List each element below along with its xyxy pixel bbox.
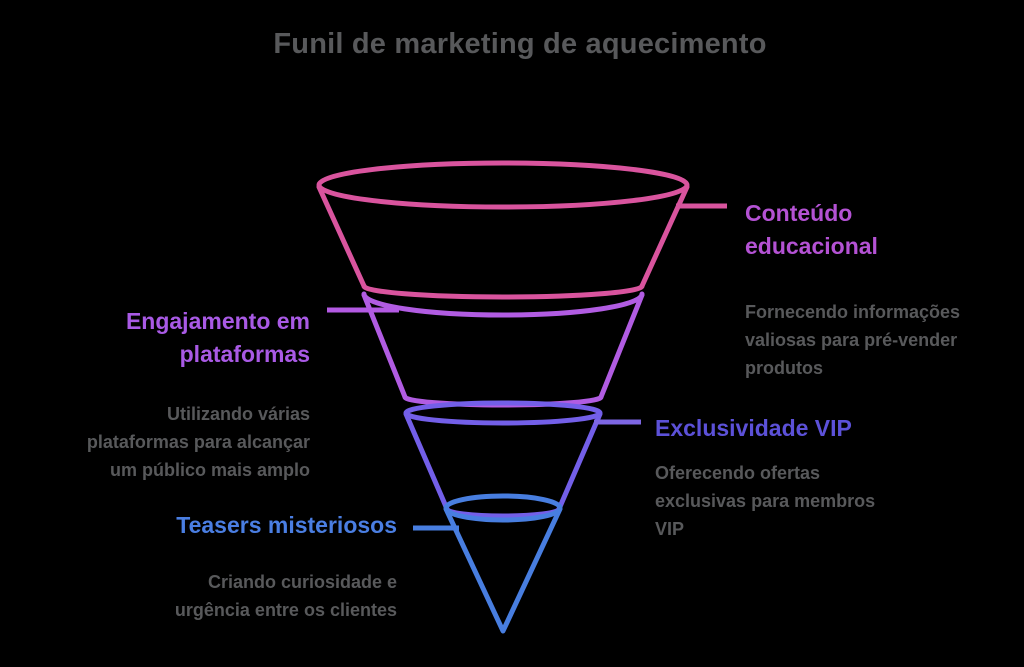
callout-description-teasers: Criando curiosidade e urgência entre os …	[174, 572, 397, 620]
funnel-segment-4	[443, 493, 563, 634]
callout-description-engajamento: Utilizando várias plataformas para alcan…	[86, 404, 310, 480]
callout-label-conteudo-educacional: Conteúdo educacional	[745, 200, 878, 259]
funnel-segment-3	[403, 400, 603, 519]
callout-description-conteudo-educacional: Fornecendo informações valiosas para pré…	[745, 302, 961, 378]
callout-label-teasers: Teasers misteriosos	[176, 512, 397, 538]
callout-label-engajamento: Engajamento em plataformas	[125, 308, 310, 367]
funnel-segment-2	[361, 291, 645, 408]
callout-label-exclusividade-vip: Exclusividade VIP	[655, 415, 852, 441]
page-title: Funil de marketing de aquecimento	[273, 28, 767, 60]
callout-description-exclusividade-vip: Oferecendo ofertas exclusivas para membr…	[655, 463, 876, 539]
funnel-segment-1	[316, 160, 690, 300]
